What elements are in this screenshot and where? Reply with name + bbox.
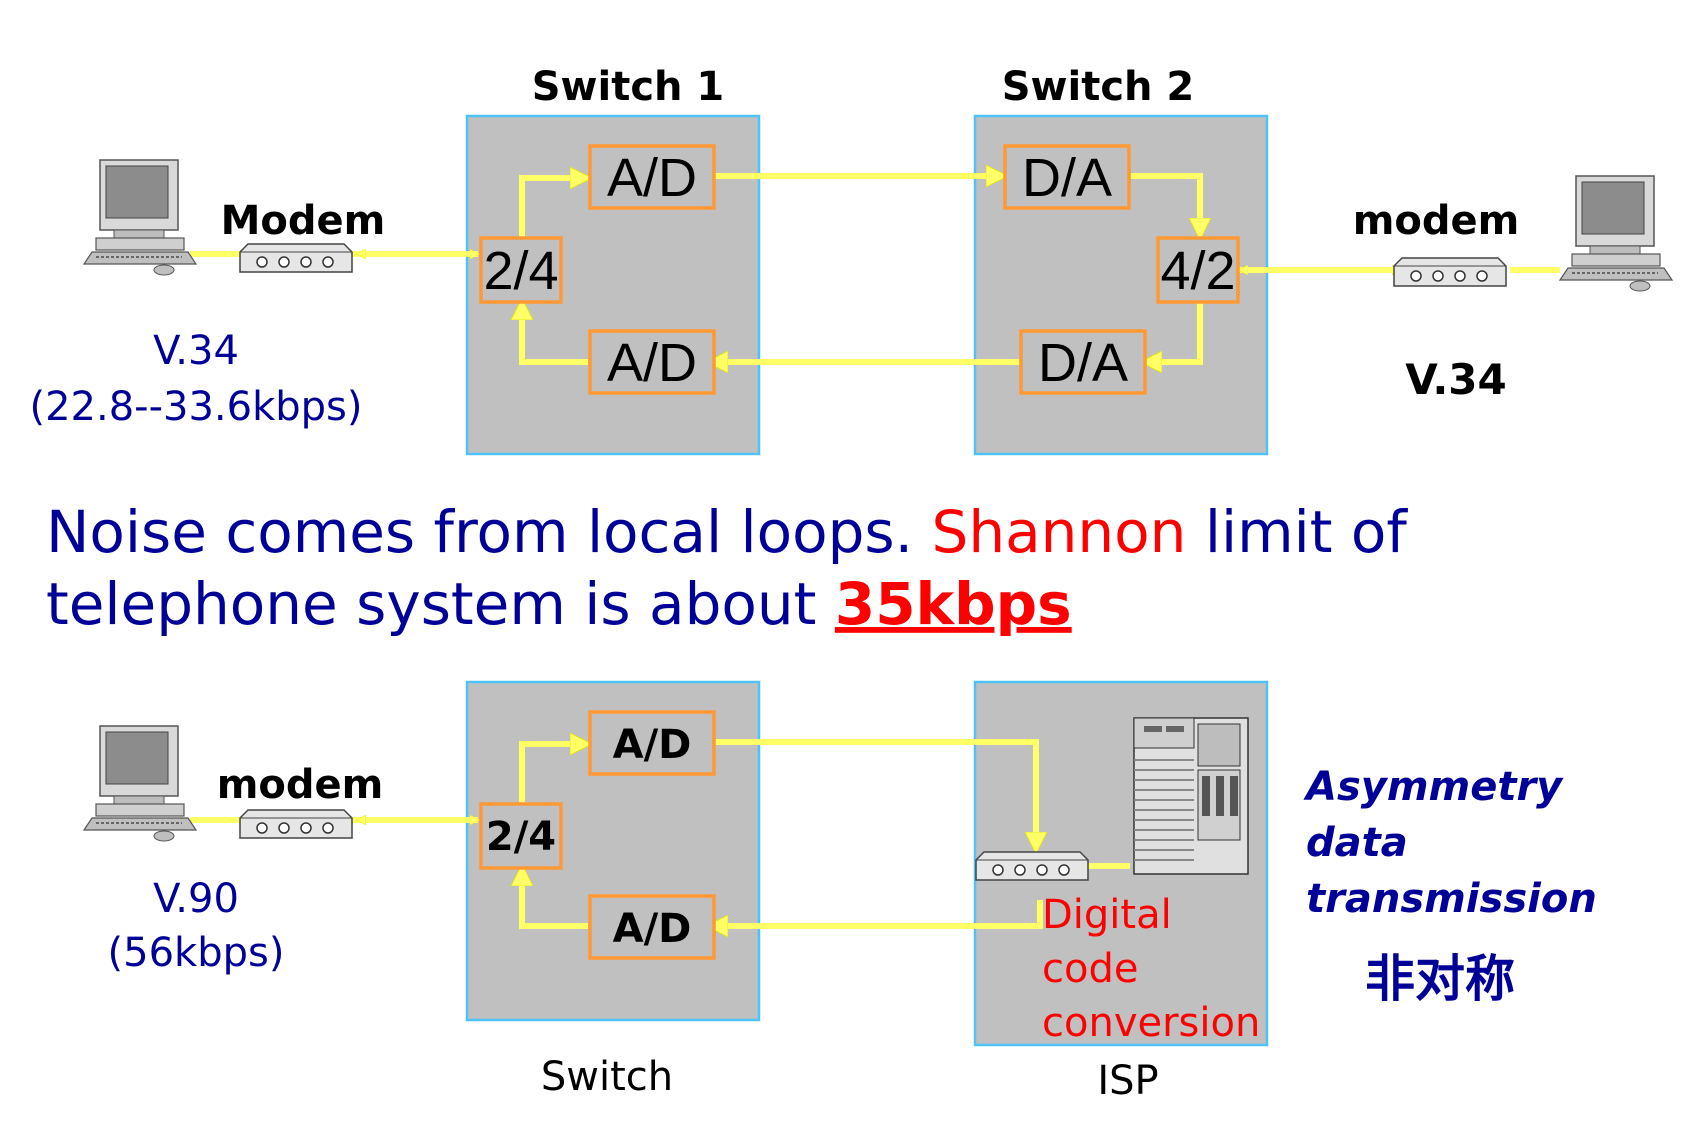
s2-hybrid-block: 4/2 bbox=[1156, 236, 1240, 304]
left-rate-label: (22.8--33.6kbps) bbox=[30, 384, 363, 430]
b-standard-label: V.90 bbox=[153, 876, 239, 922]
b-ad-bottom-label: A/D bbox=[613, 906, 692, 952]
isp-server-icon bbox=[1133, 717, 1249, 875]
s1-ad-bottom-block: A/D bbox=[588, 329, 716, 395]
s1-hybrid-block: 2/4 bbox=[479, 236, 563, 304]
right-computer-icon bbox=[1559, 175, 1673, 292]
b-ad-top-label: A/D bbox=[613, 722, 692, 768]
b-ad-bottom-block: A/D bbox=[588, 894, 716, 960]
b-modem-icon bbox=[239, 809, 353, 839]
s2-da-top-label: D/A bbox=[1022, 148, 1112, 208]
b-modem-label: modem bbox=[217, 762, 384, 808]
asym-line2: data bbox=[1306, 820, 1408, 866]
b-computer-icon bbox=[83, 725, 197, 842]
s2-da-top-block: D/A bbox=[1003, 144, 1131, 210]
asym-line1: Asymmetry bbox=[1303, 764, 1564, 810]
s1-ad-top-block: A/D bbox=[588, 144, 716, 210]
s1-ad-top-label: A/D bbox=[607, 148, 697, 208]
chinese-label: 非对称 bbox=[1365, 950, 1515, 1008]
switch2-title: Switch 2 bbox=[1002, 64, 1195, 110]
caption-35kbps: 35kbps bbox=[835, 570, 1072, 638]
hybrid-to-ad-top-line bbox=[519, 178, 588, 238]
isp-to-ad-bottom-line bbox=[710, 900, 1043, 926]
caption-part1: Noise comes from local loops. bbox=[46, 498, 932, 566]
digital-line3: conversion bbox=[1042, 1000, 1260, 1046]
b-hybrid-block: 2/4 bbox=[479, 802, 563, 870]
s1-ad-bottom-label: A/D bbox=[607, 333, 697, 393]
caption-line2-part1: telephone system is about bbox=[46, 570, 835, 638]
s2-da-bottom-label: D/A bbox=[1038, 333, 1128, 393]
hybrid42-to-da-bottom-line bbox=[1144, 302, 1203, 362]
caption-line2: telephone system is about 35kbps bbox=[46, 570, 1072, 638]
ad-top-to-isp-modem-line bbox=[714, 739, 1036, 850]
s1-hybrid-label: 2/4 bbox=[483, 241, 558, 301]
s2-da-bottom-block: D/A bbox=[1019, 329, 1147, 395]
left-computer-icon bbox=[83, 159, 197, 276]
right-standard-label: V.34 bbox=[1405, 355, 1507, 404]
switch-caption: Switch bbox=[541, 1054, 673, 1100]
left-standard-label: V.34 bbox=[153, 328, 239, 374]
left-modem-icon bbox=[239, 243, 353, 273]
caption-line1: Noise comes from local loops. Shannon li… bbox=[46, 498, 1408, 566]
digital-line2: code bbox=[1042, 946, 1138, 992]
da-top-to-hybrid42-line bbox=[1128, 173, 1200, 236]
top-wires bbox=[190, 176, 1560, 362]
isp-caption: ISP bbox=[1097, 1058, 1158, 1104]
bottom-wires bbox=[190, 742, 1130, 926]
caption-shannon: Shannon bbox=[932, 498, 1187, 566]
ad-bottom-to-hybrid-line bbox=[522, 302, 588, 365]
b-hybrid-label: 2/4 bbox=[486, 814, 556, 860]
caption-part3: limit of bbox=[1186, 498, 1408, 566]
right-modem-label: modem bbox=[1353, 198, 1520, 244]
digital-line1: Digital bbox=[1042, 892, 1172, 938]
switch1-title: Switch 1 bbox=[532, 64, 725, 110]
b-rate-label: (56kbps) bbox=[108, 930, 285, 976]
b-ad-top-block: A/D bbox=[588, 710, 716, 776]
isp-modem-icon bbox=[975, 851, 1089, 881]
asym-line3: transmission bbox=[1306, 876, 1597, 922]
right-modem-icon bbox=[1393, 257, 1507, 287]
s2-hybrid-label: 4/2 bbox=[1160, 241, 1235, 301]
left-modem-label: Modem bbox=[221, 198, 386, 244]
